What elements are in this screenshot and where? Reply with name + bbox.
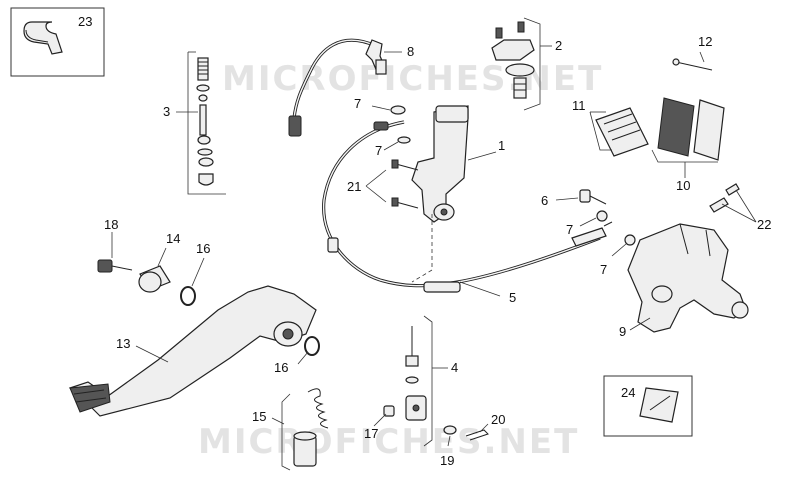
part-16-oring-upper xyxy=(180,257,205,306)
watermark-bottom: MICROFICHES.NET xyxy=(198,422,579,462)
callout-14: 14 xyxy=(166,231,180,246)
part-21-bolts xyxy=(365,159,419,209)
callout-11: 11 xyxy=(572,98,586,113)
callout-22: 22 xyxy=(757,217,771,232)
part-2-reservoir-cover xyxy=(491,17,552,111)
part-17-screw xyxy=(373,405,395,427)
part-16-oring-lower xyxy=(297,336,320,365)
part-9-caliper xyxy=(627,223,749,333)
part-hose-upper xyxy=(322,120,405,282)
callout-3: 3 xyxy=(163,104,170,119)
callout-24: 24 xyxy=(621,385,635,400)
part-18-bolt xyxy=(97,232,133,273)
part-3-repair-kit xyxy=(176,51,226,195)
callout-5: 5 xyxy=(509,290,516,305)
part-12-pin xyxy=(672,51,713,71)
callout-17: 17 xyxy=(364,426,378,441)
callout-7-a: 7 xyxy=(354,96,361,111)
callout-6: 6 xyxy=(541,193,548,208)
part-4-push-rod xyxy=(405,315,448,447)
callout-19: 19 xyxy=(440,453,454,468)
watermark-top: MICROFICHES.NET xyxy=(222,59,603,99)
callout-9: 9 xyxy=(619,324,626,339)
callout-23: 23 xyxy=(78,14,92,29)
part-7-washers-upper xyxy=(371,105,411,151)
callout-10: 10 xyxy=(676,178,690,193)
part-14-bushing xyxy=(138,247,171,293)
part-20-clip xyxy=(465,423,489,441)
callout-12: 12 xyxy=(698,34,712,49)
part-24-kit xyxy=(603,375,693,437)
part-11-pad-spring xyxy=(589,107,649,157)
part-22-bleeders xyxy=(709,183,757,223)
callout-16-b: 16 xyxy=(274,360,288,375)
callout-18: 18 xyxy=(104,217,118,232)
callout-20: 20 xyxy=(491,412,505,427)
part-19-washer xyxy=(443,425,457,447)
callout-4: 4 xyxy=(451,360,458,375)
part-8-brake-switch xyxy=(288,38,402,137)
callout-7-d: 7 xyxy=(600,262,607,277)
callout-7-b: 7 xyxy=(375,143,382,158)
part-13-brake-pedal xyxy=(68,285,317,417)
callout-labels: 23 8 2 12 3 7 11 1 7 21 10 6 22 7 18 14 … xyxy=(78,14,771,468)
callout-16-a: 16 xyxy=(196,241,210,256)
part-15-spring xyxy=(271,388,329,471)
part-10-brake-pads xyxy=(651,97,725,178)
callout-8: 8 xyxy=(407,44,414,59)
callout-7-c: 7 xyxy=(566,222,573,237)
part-23-clip xyxy=(10,7,105,77)
part-1-master-cylinder xyxy=(411,105,497,223)
part-6-banjo-bolt xyxy=(555,189,607,205)
part-5-brake-hose xyxy=(379,214,613,297)
callout-21: 21 xyxy=(347,179,361,194)
callout-15: 15 xyxy=(252,409,266,424)
callout-13: 13 xyxy=(116,336,130,351)
callout-2: 2 xyxy=(555,38,562,53)
callout-1: 1 xyxy=(498,138,505,153)
part-7-washers-lower xyxy=(579,210,636,257)
